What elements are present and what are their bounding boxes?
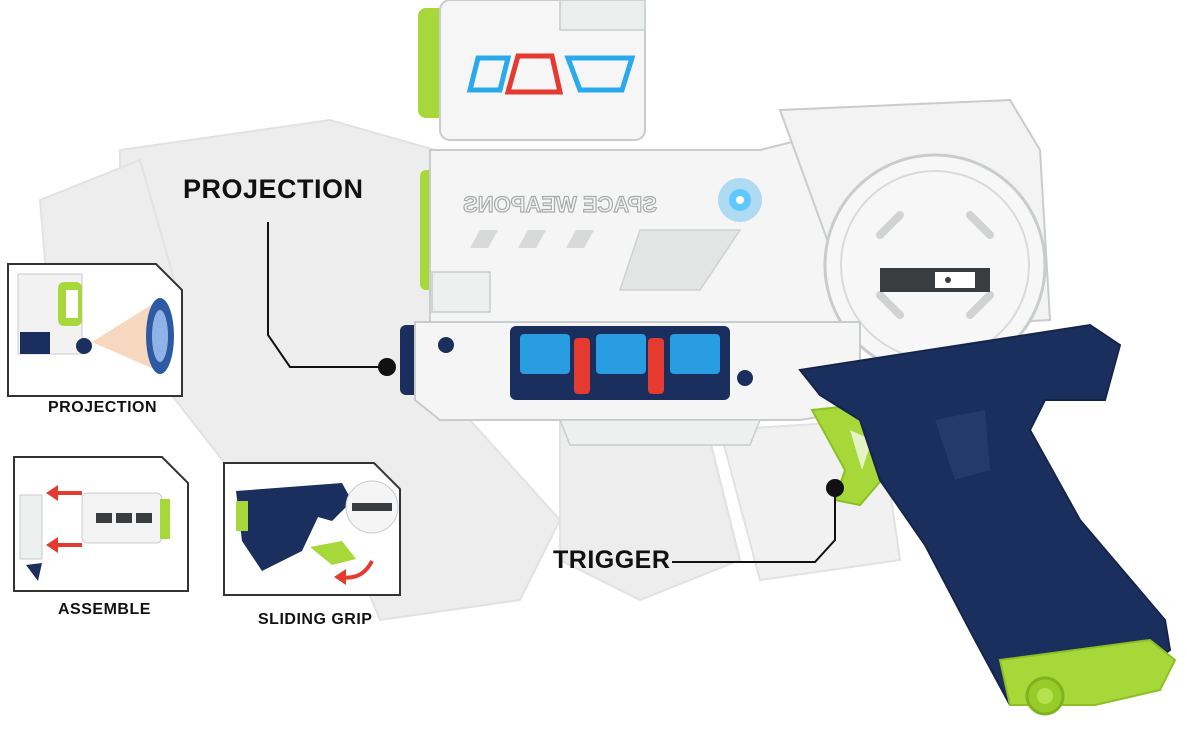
inset-projection-label: PROJECTION (48, 399, 158, 416)
inset-sliding-grip (222, 461, 402, 597)
side-text-mirrored: SPACE WEAPONS (463, 192, 657, 217)
grip (798, 323, 1177, 716)
inset-sliding-grip-label: SLIDING GRIP (258, 611, 373, 628)
top-sight-module (418, 0, 646, 141)
inset-assemble-label: ASSEMBLE (58, 601, 151, 618)
inset-projection (6, 262, 184, 398)
projection-callout-label: PROJECTION (183, 174, 364, 204)
inset-assemble (12, 455, 190, 593)
barrel-led-section (400, 321, 861, 446)
trigger-callout-label: TRIGGER (553, 546, 671, 574)
